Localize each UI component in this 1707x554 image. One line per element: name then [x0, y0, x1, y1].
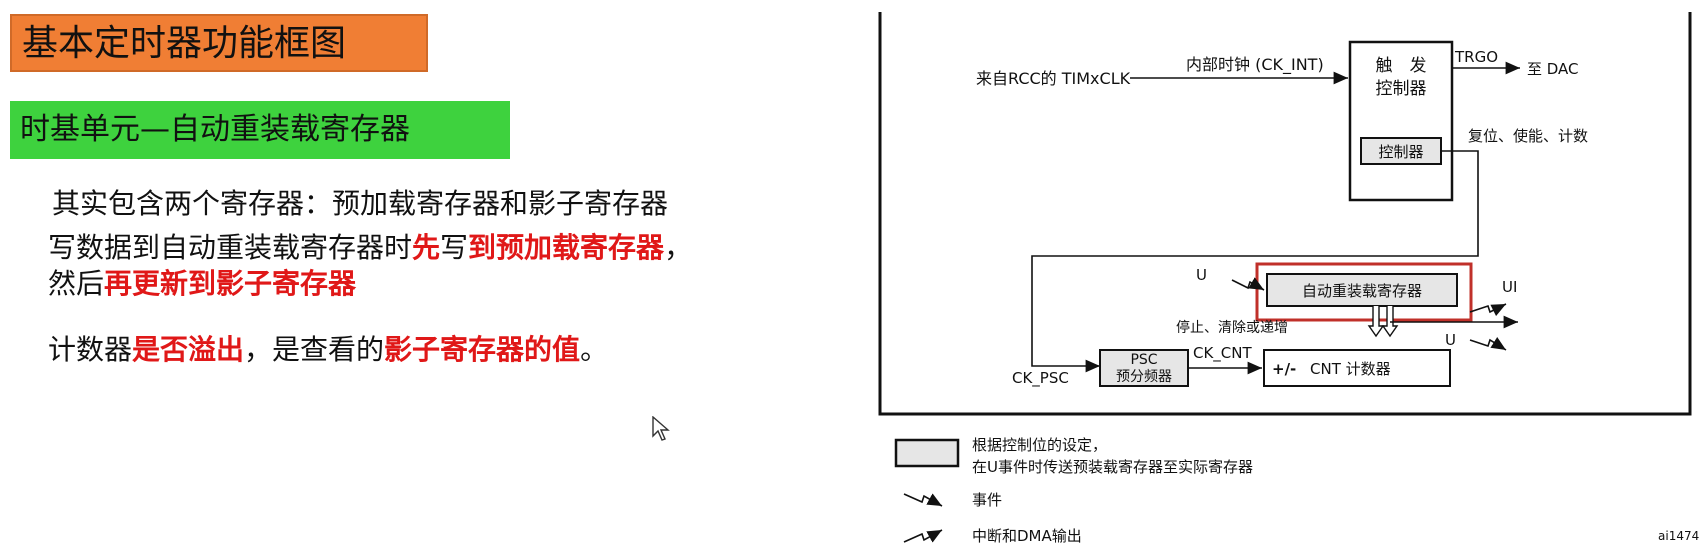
dac-label: 至 DAC: [1527, 60, 1579, 78]
mouse-cursor-icon: [652, 416, 670, 441]
irq-arrow-icon-ui: [1469, 303, 1507, 317]
cnt-counter-label: CNT 计数器: [1310, 360, 1391, 378]
trgo-label: TRGO: [1454, 48, 1498, 66]
text-line-2-d: 到预加载寄存器: [468, 231, 665, 264]
event-arrow-icon-bottom: [1469, 336, 1507, 351]
text-line-4: 计数器是否溢出，是查看的影子寄存器的值。: [48, 328, 608, 372]
text-line-1: 其实包含两个寄存器：预加载寄存器和影子寄存器: [52, 187, 669, 220]
text-line-2: 写数据到自动重装载寄存器时先写到预加载寄存器，: [48, 226, 692, 270]
section-title: 基本定时器功能框图: [10, 14, 428, 72]
psc-block: [1099, 349, 1189, 387]
legend-event-icon: [903, 493, 943, 507]
trigger-controller-block: [1348, 40, 1454, 202]
text-line-2-c: 写: [440, 231, 469, 264]
ck-int-label: 内部时钟 (CK_INT): [1186, 55, 1324, 75]
text-line-4-b: 是否溢出: [132, 333, 245, 366]
cnt-sign: +/-: [1272, 360, 1296, 378]
stop-clear-label: 停止、清除或递增: [1176, 319, 1288, 336]
text-line-3: 然后再更新到影子寄存器: [48, 262, 356, 306]
controller-label: 控制器: [1378, 143, 1423, 161]
trigger-label-2: 控制器: [1376, 79, 1427, 99]
reset-label: 复位、使能、计数: [1468, 127, 1588, 145]
legend-register-icon: [894, 438, 960, 468]
text-line-2-b: 先: [412, 231, 441, 264]
text-line-4-d: 影子寄存器的值: [384, 333, 581, 366]
u-label-top: U: [1196, 266, 1207, 284]
text-line-4-c: ，是查看的: [244, 333, 385, 366]
ui-label: UI: [1502, 278, 1517, 296]
arr-highlight-frame: [1255, 262, 1473, 322]
u-label-bottom: U: [1445, 331, 1456, 349]
text-line-3-b: 再更新到影子寄存器: [104, 267, 357, 300]
text-line-3-a: 然后: [48, 267, 105, 300]
text-line-2-e: ，: [664, 231, 693, 264]
psc-label-1: PSC: [1130, 352, 1157, 368]
rcc-label: 来自RCC的 TIMxCLK: [976, 69, 1131, 88]
legend-register-line-2: 在U事件时传送预装载寄存器至实际寄存器: [972, 458, 1253, 476]
text-line-4-e: 。: [580, 333, 609, 366]
legend-register-line-1: 根据控制位的设定，: [972, 436, 1107, 454]
ck-psc-label: CK_PSC: [1012, 369, 1069, 388]
section-subtitle: 时基单元—自动重装载寄存器: [10, 101, 510, 159]
text-line-4-a: 计数器: [48, 333, 133, 366]
ck-cnt-label: CK_CNT: [1193, 344, 1253, 363]
psc-label-2: 预分频器: [1116, 369, 1172, 385]
diagram-frame: [878, 12, 1692, 416]
trigger-label-1: 触 发: [1376, 56, 1427, 76]
legend-irq-label: 中断和DMA输出: [972, 527, 1082, 545]
arr-register-label: 自动重装载寄存器: [1302, 282, 1422, 300]
legend-event-label: 事件: [972, 491, 1002, 509]
cnt-counter-block: [1263, 349, 1451, 387]
event-arrow-icon-top: [1231, 277, 1265, 291]
arr-register-block: [1266, 273, 1458, 307]
text-line-2-a: 写数据到自动重装载寄存器时: [48, 231, 413, 264]
figure-id: ai1474: [1658, 529, 1699, 543]
legend-irq-icon: [903, 529, 943, 543]
